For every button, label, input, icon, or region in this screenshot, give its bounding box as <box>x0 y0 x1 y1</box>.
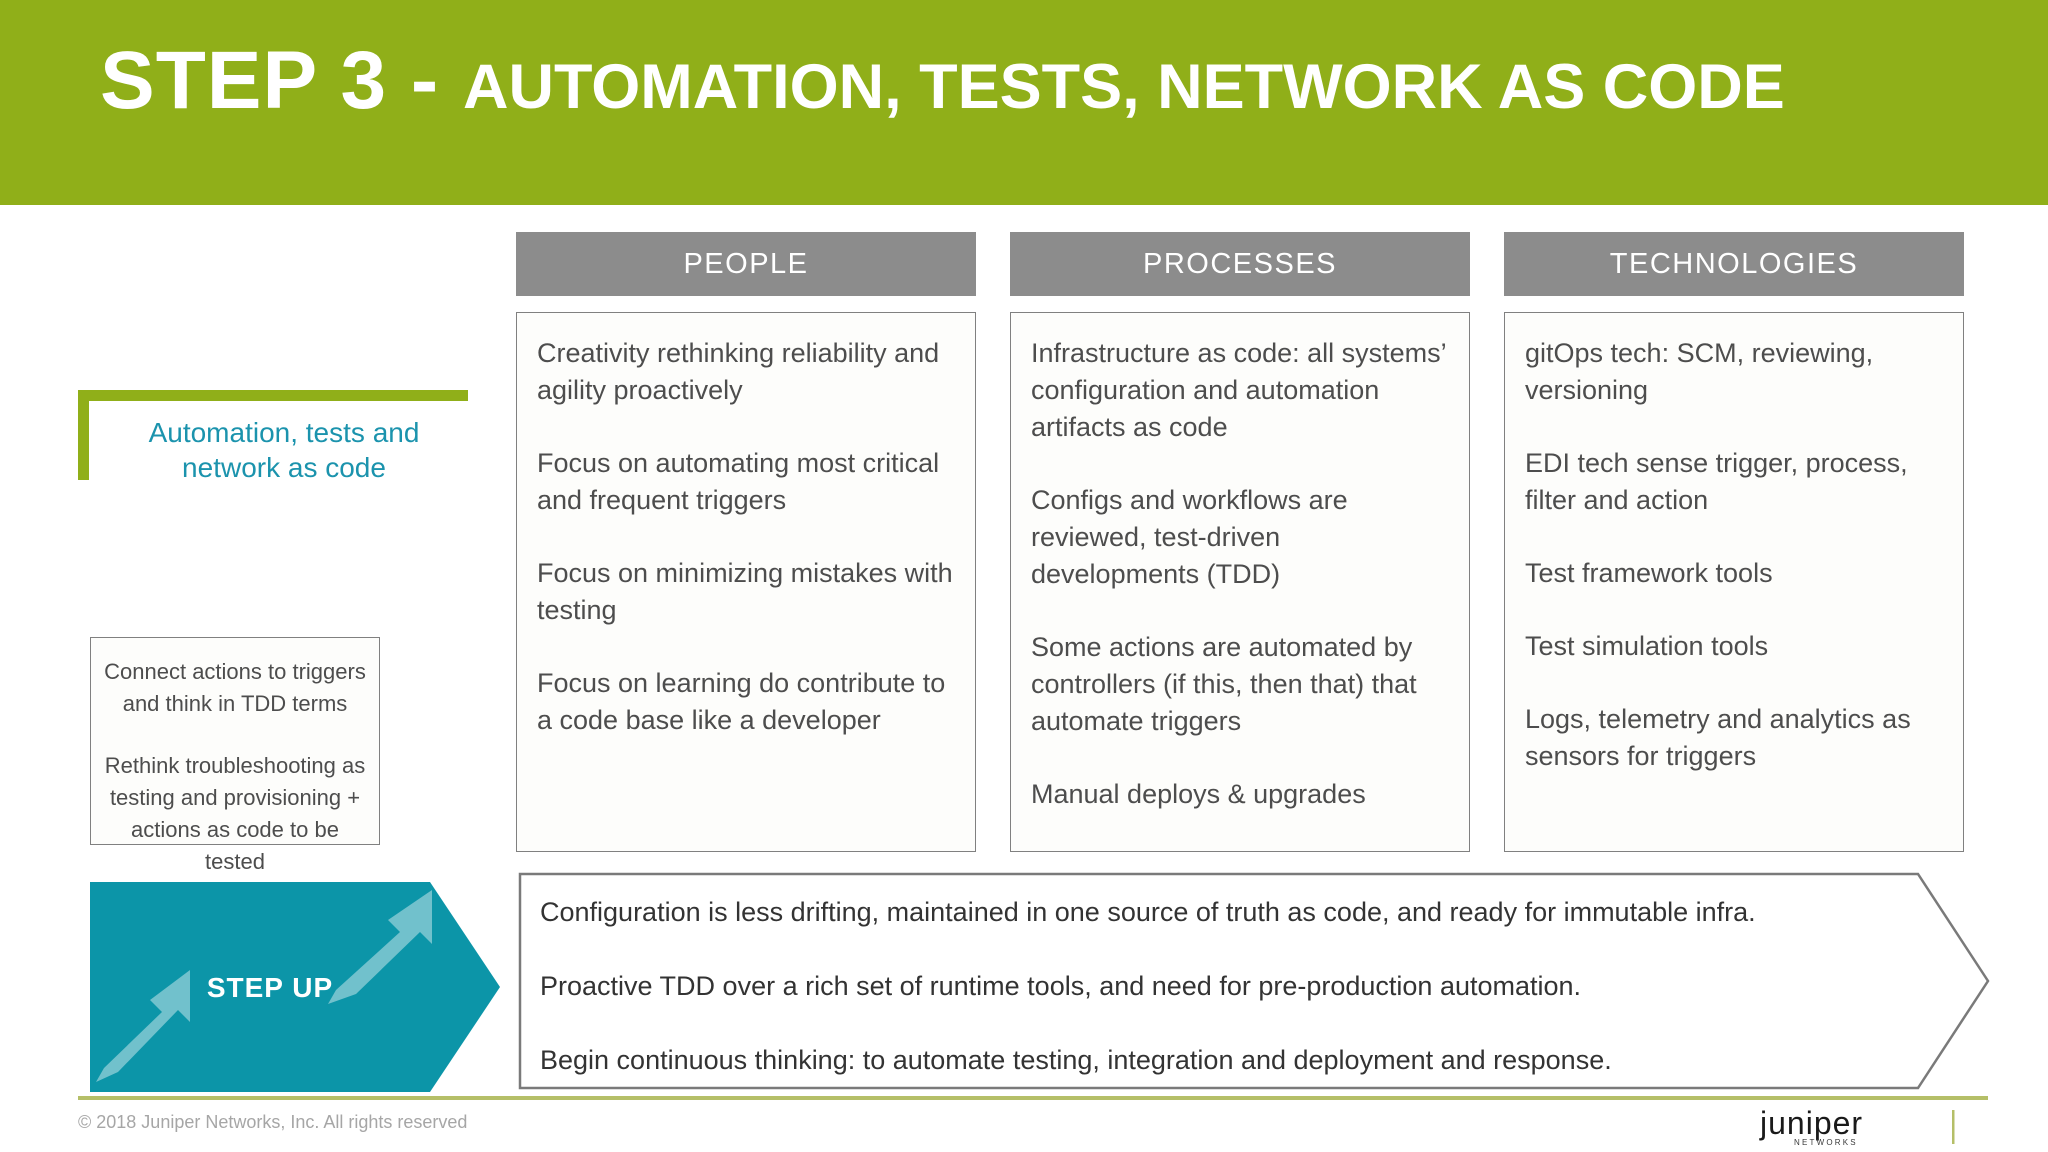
juniper-logo-subtext: NETWORKS <box>1794 1138 1858 1147</box>
left-note-line-1: Connect actions to triggers and think in… <box>104 659 366 716</box>
column-body-technologies: gitOps tech: SCM, reviewing, versioning … <box>1504 312 1964 852</box>
step-up-arrow-lower-left <box>96 970 190 1082</box>
left-callout-label: Automation, tests and network as code <box>148 417 420 483</box>
summary-banner-outline <box>518 872 1990 1090</box>
juniper-logo-accent-bar <box>1952 1110 1955 1144</box>
column-item: Configs and workflows are reviewed, test… <box>1031 485 1348 589</box>
column-item: Focus on minimizing mistakes with testin… <box>537 558 953 625</box>
column-item: Test simulation tools <box>1525 631 1769 661</box>
page-title-step: STEP 3 - <box>100 35 463 126</box>
column-body-processes: Infrastructure as code: all systems’ con… <box>1010 312 1470 852</box>
summary-line: Proactive TDD over a rich set of runtime… <box>540 971 1582 1001</box>
column-item: Some actions are automated by controller… <box>1031 632 1417 736</box>
column-item: EDI tech sense trigger, process, filter … <box>1525 448 1908 515</box>
column-header-people: PEOPLE <box>516 232 976 296</box>
juniper-logo: juniper NETWORKS <box>1759 1105 1955 1147</box>
column-header-processes: PROCESSES <box>1010 232 1470 296</box>
step-up-chevron <box>90 882 500 1092</box>
left-note-line-2: Rethink troubleshooting as testing and p… <box>104 753 366 874</box>
column-item: gitOps tech: SCM, reviewing, versioning <box>1525 338 1874 405</box>
summary-banner-shape <box>518 872 1990 1090</box>
footer-divider <box>78 1096 1988 1100</box>
column-item: Infrastructure as code: all systems’ con… <box>1031 338 1446 442</box>
column-item: Focus on learning do contribute to a cod… <box>537 668 946 735</box>
left-note-content: Connect actions to triggers and think in… <box>91 638 379 878</box>
summary-line: Begin continuous thinking: to automate t… <box>540 1045 1612 1075</box>
column-item: Logs, telemetry and analytics as sensors… <box>1525 704 1911 771</box>
column-item: Creativity rethinking reliability and ag… <box>537 338 940 405</box>
column-body-people: Creativity rethinking reliability and ag… <box>516 312 976 852</box>
step-up-arrow-upper-right <box>328 890 432 1004</box>
footer-copyright: © 2018 Juniper Networks, Inc. All rights… <box>78 1112 468 1132</box>
page-title: STEP 3 - AUTOMATION, TESTS, NETWORK AS C… <box>100 40 1980 122</box>
summary-line: Configuration is less drifting, maintain… <box>540 897 1756 927</box>
summary-banner-text: Configuration is less drifting, maintain… <box>540 894 1930 1078</box>
page-title-subject: AUTOMATION, TESTS, NETWORK AS CODE <box>462 52 1785 122</box>
column-item: Manual deploys & upgrades <box>1031 779 1366 809</box>
step-up-chevron-body <box>90 882 500 1092</box>
left-callout-frame: Automation, tests and network as code <box>78 390 468 483</box>
left-note-box: Connect actions to triggers and think in… <box>90 637 380 874</box>
column-item: Test framework tools <box>1525 558 1773 588</box>
header-band <box>0 0 2048 205</box>
juniper-logo-wordmark: juniper <box>1759 1105 1863 1141</box>
column-header-technologies: TECHNOLOGIES <box>1504 232 1964 296</box>
column-item: Focus on automating most critical and fr… <box>537 448 940 515</box>
